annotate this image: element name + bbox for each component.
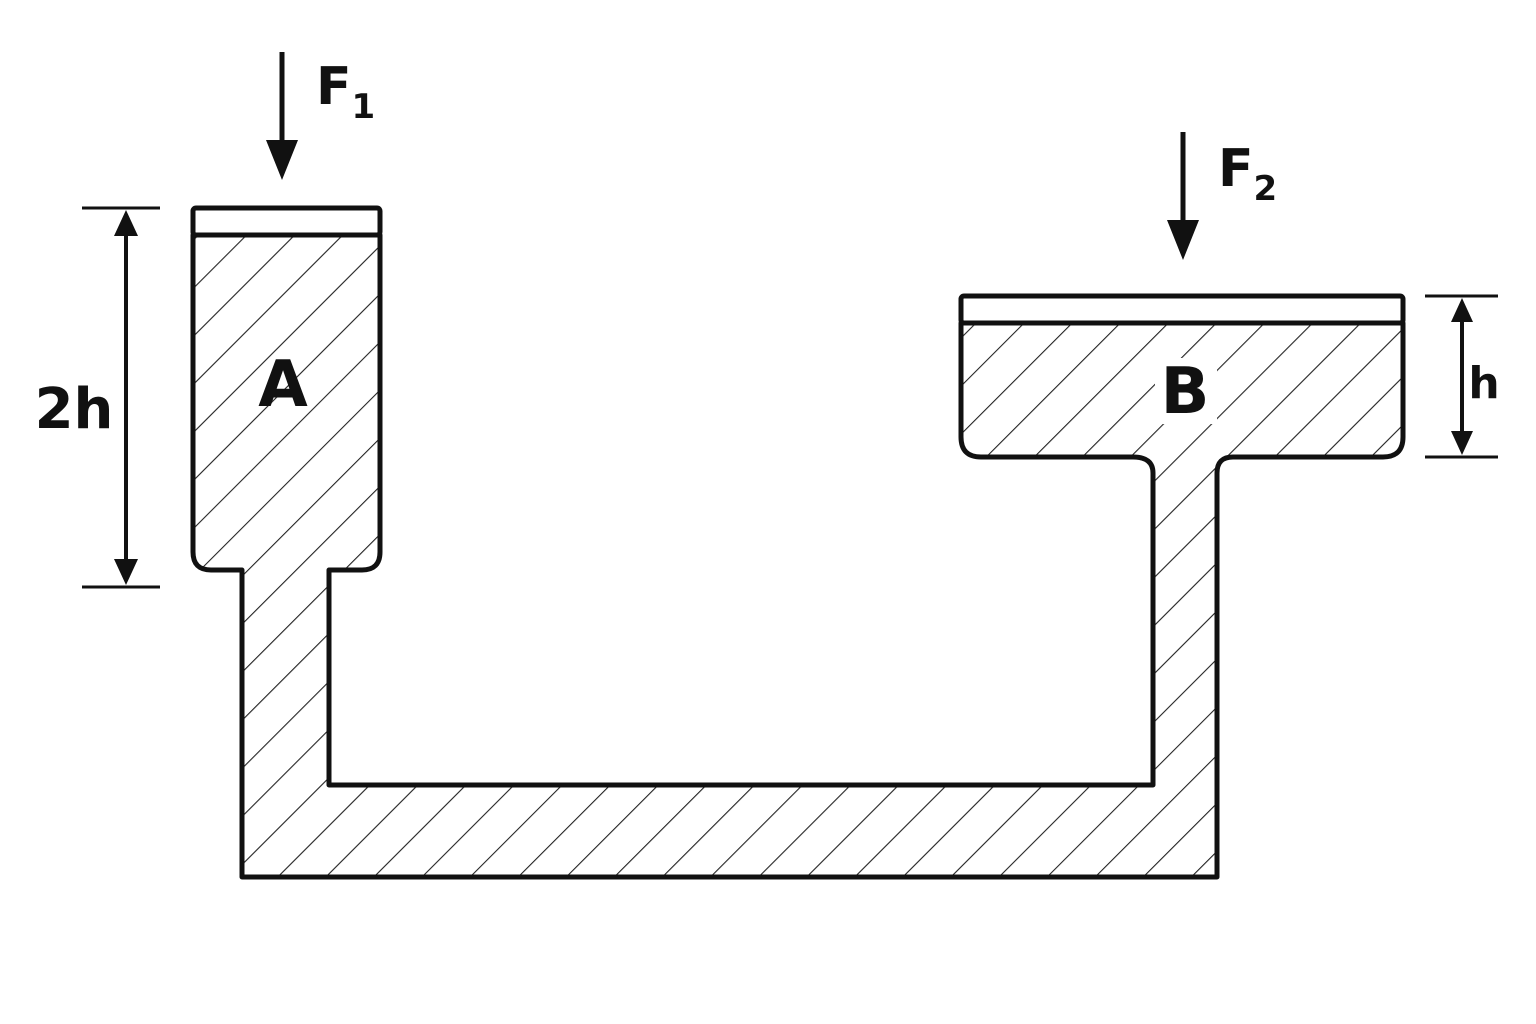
label-b-background — [1155, 358, 1217, 424]
label-h: h — [1468, 358, 1499, 409]
force-f1-label: F1 — [316, 57, 375, 127]
fluid-body — [190, 232, 1406, 880]
force-f1-subscript: 1 — [352, 87, 376, 127]
dimension-h — [1425, 294, 1498, 459]
dimension-2h — [82, 206, 160, 589]
label-h-background — [1467, 360, 1501, 406]
label-2h-background — [34, 372, 114, 434]
force-f1-symbol: F — [316, 57, 352, 117]
label-2h: 2h — [35, 377, 114, 442]
force-f2-label: F2 — [1218, 139, 1277, 209]
force-f2-subscript: 2 — [1254, 169, 1278, 209]
force-f2-symbol: F — [1218, 139, 1254, 199]
force-f1-arrow — [266, 52, 298, 180]
piston-a — [190, 205, 383, 238]
force-f2-arrow — [1167, 132, 1199, 260]
label-a: A — [258, 348, 308, 422]
piston-b — [958, 293, 1406, 326]
label-b: B — [1161, 355, 1210, 429]
